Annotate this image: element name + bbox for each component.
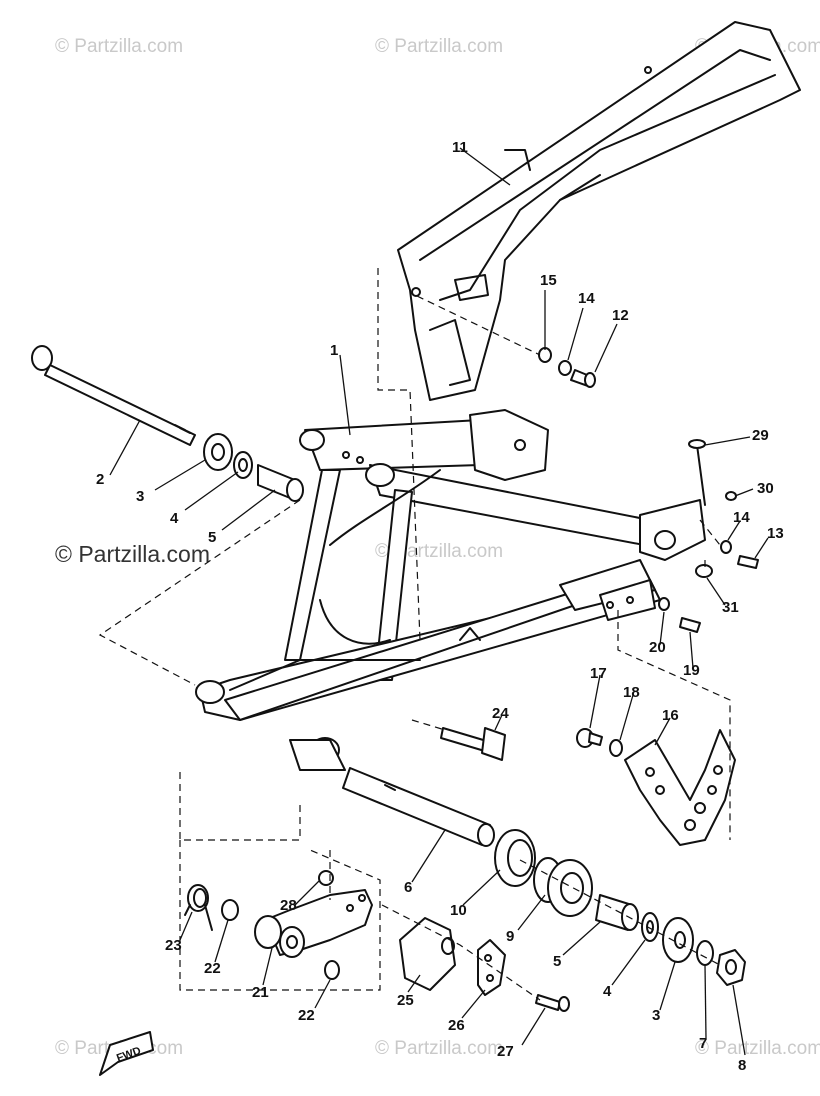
bushing-part-10 [494, 829, 536, 887]
washer-part-4-lower [641, 912, 659, 942]
callout-6: 6 [404, 879, 412, 896]
callout-7: 7 [699, 1035, 707, 1052]
bolt-part-17 [576, 728, 603, 748]
nut-part-8 [716, 949, 746, 986]
callout-22: 22 [204, 960, 221, 977]
callout-29: 29 [752, 427, 769, 444]
washer-part-28 [318, 870, 334, 886]
callout-14: 14 [578, 290, 595, 307]
collar-part-5 [257, 464, 304, 502]
watermark-top-left: © Partzilla.com [55, 36, 184, 57]
assembly-lines [98, 268, 731, 1001]
washer-part-15 [538, 347, 552, 363]
callout-23: 23 [165, 937, 182, 954]
bearing-part-3 [203, 433, 233, 471]
washer-part-20 [658, 597, 670, 611]
washer-part-22 [221, 899, 239, 921]
bolt-part-27 [535, 994, 570, 1012]
pin-part-29 [688, 439, 706, 506]
washer-part-14 [558, 360, 572, 376]
callout-12: 12 [612, 307, 629, 324]
bearing-part-3-lower [662, 917, 694, 963]
callout-5-lower: 5 [553, 953, 561, 970]
callout-15: 15 [540, 272, 557, 289]
callout-5: 5 [208, 529, 216, 546]
callout-18: 18 [623, 684, 640, 701]
callout-3-lower: 3 [652, 1007, 660, 1024]
callout-16: 16 [662, 707, 679, 724]
callout-28: 28 [280, 897, 297, 914]
spring-part-23 [184, 884, 213, 931]
chain-guard-part [397, 21, 801, 401]
washer-part-18 [609, 739, 623, 757]
callout-31: 31 [722, 599, 739, 616]
watermark-bottom-center: © Partzilla.com [375, 1038, 504, 1059]
watermark-bottom-right: © Partzilla.com [695, 1038, 820, 1059]
callout-20: 20 [649, 639, 666, 656]
bushing-part-9 [533, 857, 593, 917]
washer-part-4 [233, 451, 253, 479]
fwd-arrow: FWD [99, 1031, 154, 1076]
leader-lines [109, 147, 769, 1056]
bolt-part-24 [440, 727, 506, 761]
callout-22-lower: 22 [298, 1007, 315, 1024]
callout-27: 27 [497, 1043, 514, 1060]
bracket-part-16 [624, 729, 736, 846]
collar-part-5-lower [595, 894, 639, 931]
callout-13: 13 [767, 525, 784, 542]
clip-part-30 [725, 491, 737, 501]
callout-1: 1 [330, 342, 338, 359]
washer-part-31 [695, 564, 713, 578]
callout-8: 8 [738, 1057, 746, 1074]
callout-9: 9 [506, 928, 514, 945]
callout-21: 21 [252, 984, 269, 1001]
callout-24: 24 [492, 705, 509, 722]
watermark-mid-left: © Partzilla.com [55, 541, 210, 567]
callout-3: 3 [136, 488, 144, 505]
callout-4-lower: 4 [603, 983, 612, 1000]
watermark-top-center: © Partzilla.com [375, 36, 504, 57]
callout-26: 26 [448, 1017, 465, 1034]
frame-part [195, 409, 706, 771]
shaft-part-6 [342, 767, 495, 847]
callout-labels: 1 2 3 4 5 11 15 14 12 29 30 14 13 31 20 … [96, 139, 784, 1074]
callout-11: 11 [452, 139, 468, 156]
callout-30: 30 [757, 480, 774, 497]
pedal-arm-part-21 [254, 889, 373, 958]
callout-10: 10 [450, 902, 467, 919]
callout-2: 2 [96, 471, 104, 488]
callout-19: 19 [683, 662, 700, 679]
bolt-part-13 [737, 555, 759, 569]
callout-25: 25 [397, 992, 414, 1009]
washer-part-14-right [720, 540, 732, 554]
callout-4: 4 [170, 510, 179, 527]
pivot-shaft-part [31, 345, 196, 446]
bolt-part-12 [570, 369, 596, 388]
washer-part-7 [696, 940, 714, 966]
callout-14-right: 14 [733, 509, 750, 526]
bolt-part-19 [679, 617, 701, 633]
plate-part-26 [477, 939, 506, 996]
callout-17: 17 [590, 665, 607, 682]
washer-part-22-lower [324, 960, 340, 980]
